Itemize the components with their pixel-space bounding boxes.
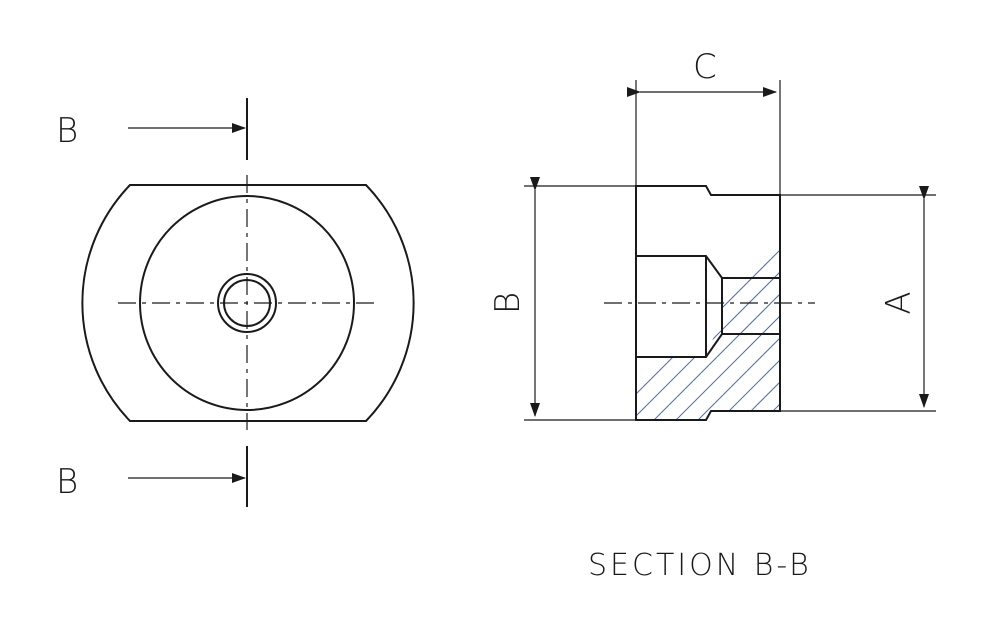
- front-bore-outer: [217, 273, 277, 333]
- hatch-line: [643, 186, 780, 420]
- section-hatching: [636, 180, 1000, 430]
- hatch-line: [842, 180, 1000, 430]
- hatch-line: [996, 180, 1000, 430]
- cut-label-top: B: [56, 111, 78, 151]
- hatch-line: [908, 180, 1000, 430]
- hatch-line: [952, 180, 1000, 430]
- section-view: C B A SECTION B-B: [488, 47, 1000, 583]
- hatch-line: [636, 186, 780, 420]
- hatch-line: [974, 180, 1000, 430]
- hatch-line: [687, 186, 780, 420]
- cut-label-bottom: B: [56, 462, 78, 502]
- hatch-line: [753, 186, 780, 420]
- section-bore-profile: [636, 255, 780, 358]
- hatch-line: [731, 186, 780, 420]
- hatch-line: [665, 186, 780, 420]
- dim-b-label: B: [488, 292, 528, 314]
- front-inner-circle: [139, 195, 355, 411]
- hatch-line: [709, 186, 780, 420]
- dim-c-label: C: [693, 47, 717, 87]
- hatch-line: [930, 180, 1000, 430]
- hatch-line: [636, 186, 780, 420]
- dim-a-label: A: [879, 291, 919, 314]
- section-caption: SECTION B-B: [588, 548, 812, 583]
- front-view: B B: [56, 98, 415, 507]
- front-outline: [81, 184, 415, 422]
